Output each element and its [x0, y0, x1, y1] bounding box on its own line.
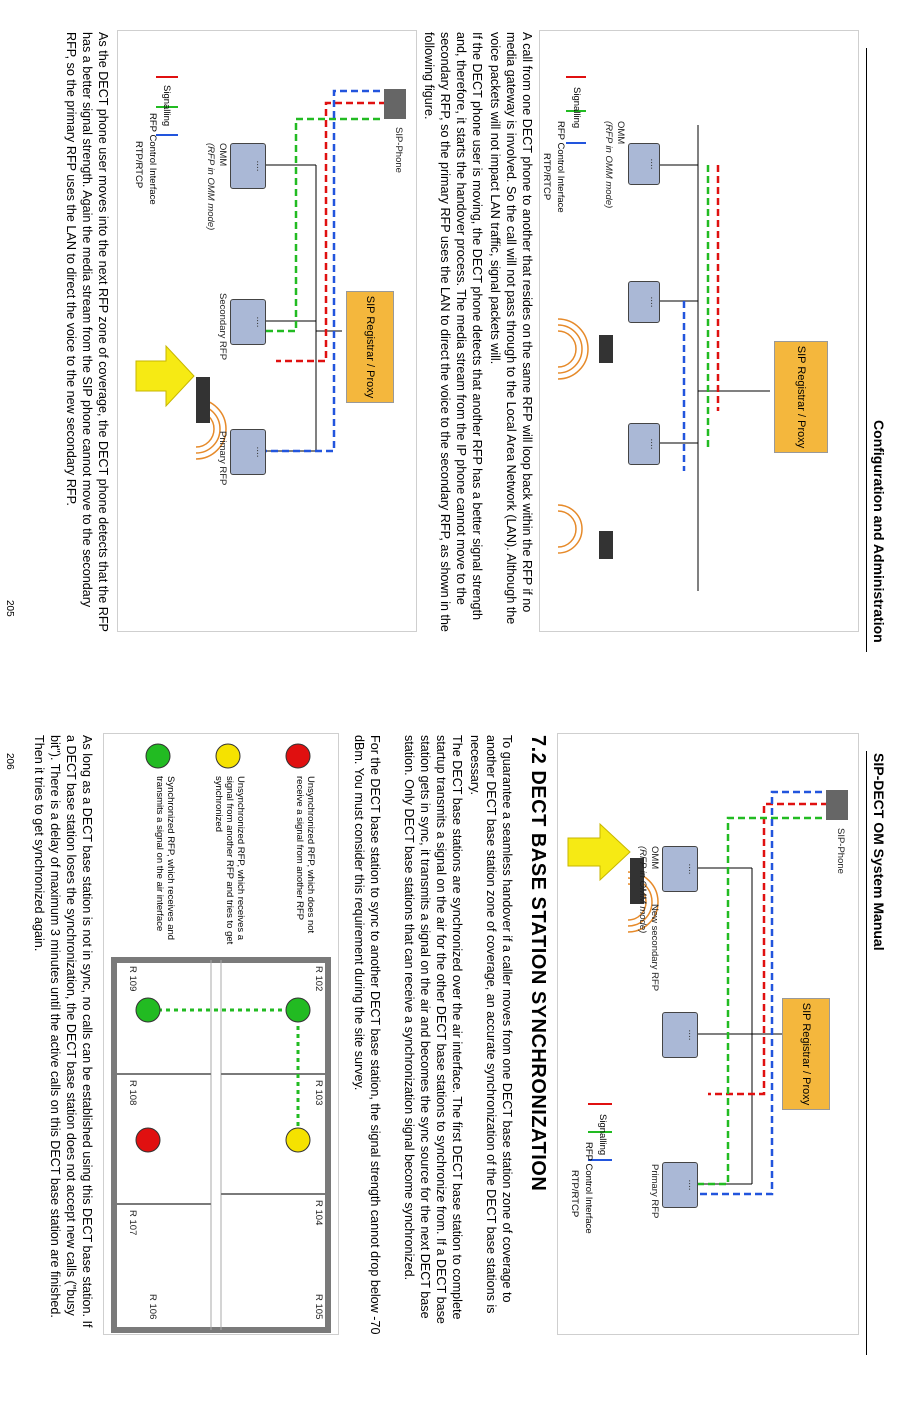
- sip-phone-label: SIP-Phone: [835, 828, 846, 874]
- section-title: 7.2 DECT BASE STATION SYNCHRONIZATION: [527, 735, 549, 1192]
- legend-signalling: Signalling: [571, 87, 582, 129]
- header-rule: [866, 48, 867, 652]
- legend-signalling: Signalling: [597, 1114, 608, 1156]
- legend-rtp: RTP/RTCP: [133, 141, 144, 189]
- omm-label: OMM: [217, 143, 228, 167]
- paragraph-not-in-sync: As long as a DECT base station is not in…: [32, 735, 94, 1328]
- paragraph-signal-strength: For the DECT base station to sync to ano…: [352, 735, 382, 1335]
- room-label: R 108: [127, 1080, 138, 1106]
- rfp-box: ....: [628, 423, 660, 465]
- figure-handover-diagram: [135, 76, 406, 460]
- rfp-box: ....: [628, 281, 660, 323]
- page-206: SIP-DECT OM System Manual: [0, 703, 901, 1403]
- sip-phone-label: SIP-Phone: [393, 127, 404, 173]
- legend-synchronized: Synchronized RFP, which receives and tra…: [154, 776, 176, 941]
- omm-sub-label: (RFP in OMM mode): [603, 121, 614, 209]
- figure-handover: SIP Registrar / Proxy SIP-Phone .... ...…: [117, 30, 417, 632]
- page-number: 206: [4, 753, 15, 770]
- paragraph-local-call: A call from one DECT phone to another th…: [488, 32, 534, 625]
- page-number: 205: [4, 600, 15, 617]
- new-secondary-rfp-label: New secondary RFP: [649, 904, 660, 992]
- room-label: R 104: [313, 1200, 324, 1226]
- new-secondary-rfp-box: ....: [662, 846, 698, 892]
- legend-rfp-control: RFP Control Interface: [555, 121, 566, 213]
- legend-rtp: RTP/RTCP: [541, 153, 552, 201]
- rfp-omm-box: ....: [230, 143, 266, 189]
- sip-registrar-proxy: SIP Registrar / Proxy: [782, 998, 830, 1110]
- figure-new-secondary: SIP Registrar / Proxy SIP-Phone .... ...…: [557, 733, 859, 1335]
- room-label: R 105: [313, 1294, 324, 1320]
- legend-signalling: Signalling: [161, 85, 172, 127]
- paragraph-handover: If the DECT phone user is moving, the DE…: [422, 32, 484, 632]
- legend-rfp-control: RFP Control Interface: [583, 1142, 594, 1234]
- omm-label: OMM: [649, 846, 660, 870]
- secondary-rfp-box: ....: [230, 299, 266, 345]
- paragraph-next-zone: As the DECT phone user moves into the ne…: [64, 32, 110, 632]
- page-205: Configuration and Administration: [0, 0, 901, 700]
- room-label: R 107: [127, 1210, 138, 1236]
- omm-sub-label: (RFP in OMM mode): [637, 846, 648, 934]
- legend-unsynchronized-receiving: Unsynchronized RFP, which receives a sig…: [213, 776, 246, 945]
- secondary-rfp-label: Secondary RFP: [217, 293, 228, 361]
- rfp-box: ....: [662, 1012, 698, 1058]
- legend-rfp-control: RFP Control Interface: [147, 113, 158, 205]
- sip-registrar-proxy: SIP Registrar / Proxy: [346, 291, 394, 403]
- sip-registrar-proxy: SIP Registrar / Proxy: [774, 341, 828, 453]
- room-label: R 106: [147, 1294, 158, 1320]
- page-header: Configuration and Administration: [871, 420, 887, 643]
- page-header: SIP-DECT OM System Manual: [871, 753, 887, 951]
- paragraph-seamless-handover: To guarantee a seamless handover if a ca…: [468, 735, 514, 1314]
- primary-rfp-label: Primary RFP: [649, 1164, 660, 1219]
- status-legend-dots: [145, 743, 311, 769]
- rfp-omm-box: ....: [628, 143, 660, 185]
- legend-unsynchronized-no-signal: Unsynchronized RFP, which does not recei…: [294, 776, 316, 934]
- floorplan-diagram: [111, 957, 331, 1333]
- room-label: R 102: [313, 966, 324, 992]
- header-rule: [866, 751, 867, 1355]
- primary-rfp-label: Primary RFP: [217, 431, 228, 486]
- room-label: R 103: [313, 1080, 324, 1106]
- figure-new-secondary-diagram: [567, 790, 848, 1196]
- figure-sync-floorplan: R 102 R 103 R 104 R 105 R 106 R 107 R 10…: [103, 733, 339, 1335]
- omm-label: OMM: [615, 121, 626, 145]
- room-label: R 109: [127, 966, 138, 992]
- omm-sub-label: (RFP in OMM mode): [205, 143, 216, 231]
- primary-rfp-box: ....: [662, 1162, 698, 1208]
- legend-rtp: RTP/RTCP: [569, 1170, 580, 1218]
- figure-local-call: SIP Registrar / Proxy .... .... .... OMM…: [539, 30, 859, 632]
- paragraph-air-sync: The DECT base stations are synchronized …: [402, 735, 464, 1324]
- primary-rfp-box: ....: [230, 429, 266, 475]
- figure-local-call-diagram: [557, 76, 770, 591]
